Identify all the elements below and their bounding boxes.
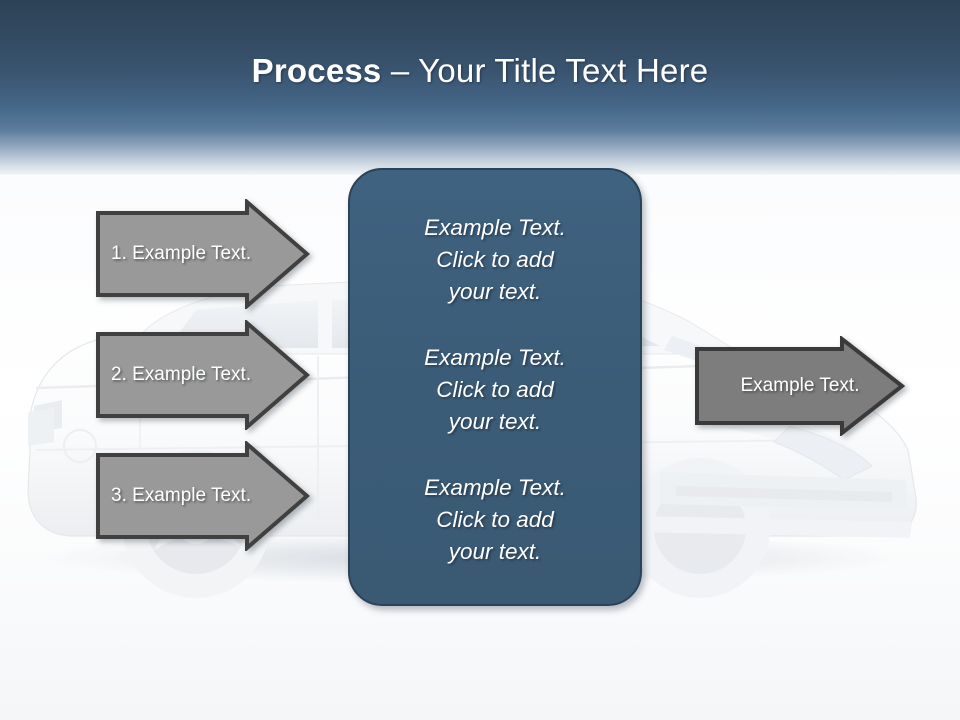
panel-text-2-line1: Example Text. (424, 345, 566, 370)
panel-text-3-line2: Click to add (436, 507, 554, 532)
panel-text-block-2: Example Text. Click to add your text. (388, 342, 603, 438)
input-arrow-3[interactable]: 3. Example Text. (95, 441, 310, 551)
page-title: Process – Your Title Text Here (0, 50, 960, 92)
panel-text-1-line1: Example Text. (424, 215, 566, 240)
center-process-panel[interactable]: Example Text. Click to add your text. Ex… (348, 168, 642, 606)
page-title-rest: – Your Title Text Here (381, 52, 709, 89)
panel-text-block-3: Example Text. Click to add your text. (388, 472, 603, 568)
panel-text-1-line3: your text. (448, 279, 542, 304)
input-arrow-2[interactable]: 2. Example Text. (95, 320, 310, 430)
input-arrow-1[interactable]: 1. Example Text. (95, 199, 310, 309)
panel-text-3-line1: Example Text. (424, 475, 566, 500)
panel-text-block-1: Example Text. Click to add your text. (388, 212, 603, 308)
page-title-bold: Process (251, 52, 382, 89)
output-arrow[interactable]: Example Text. (694, 336, 906, 436)
panel-text-3-line3: your text. (448, 539, 542, 564)
panel-text-1-line2: Click to add (436, 247, 554, 272)
header-band (0, 0, 960, 175)
panel-text-2-line2: Click to add (436, 377, 554, 402)
panel-text-2-line3: your text. (448, 409, 542, 434)
